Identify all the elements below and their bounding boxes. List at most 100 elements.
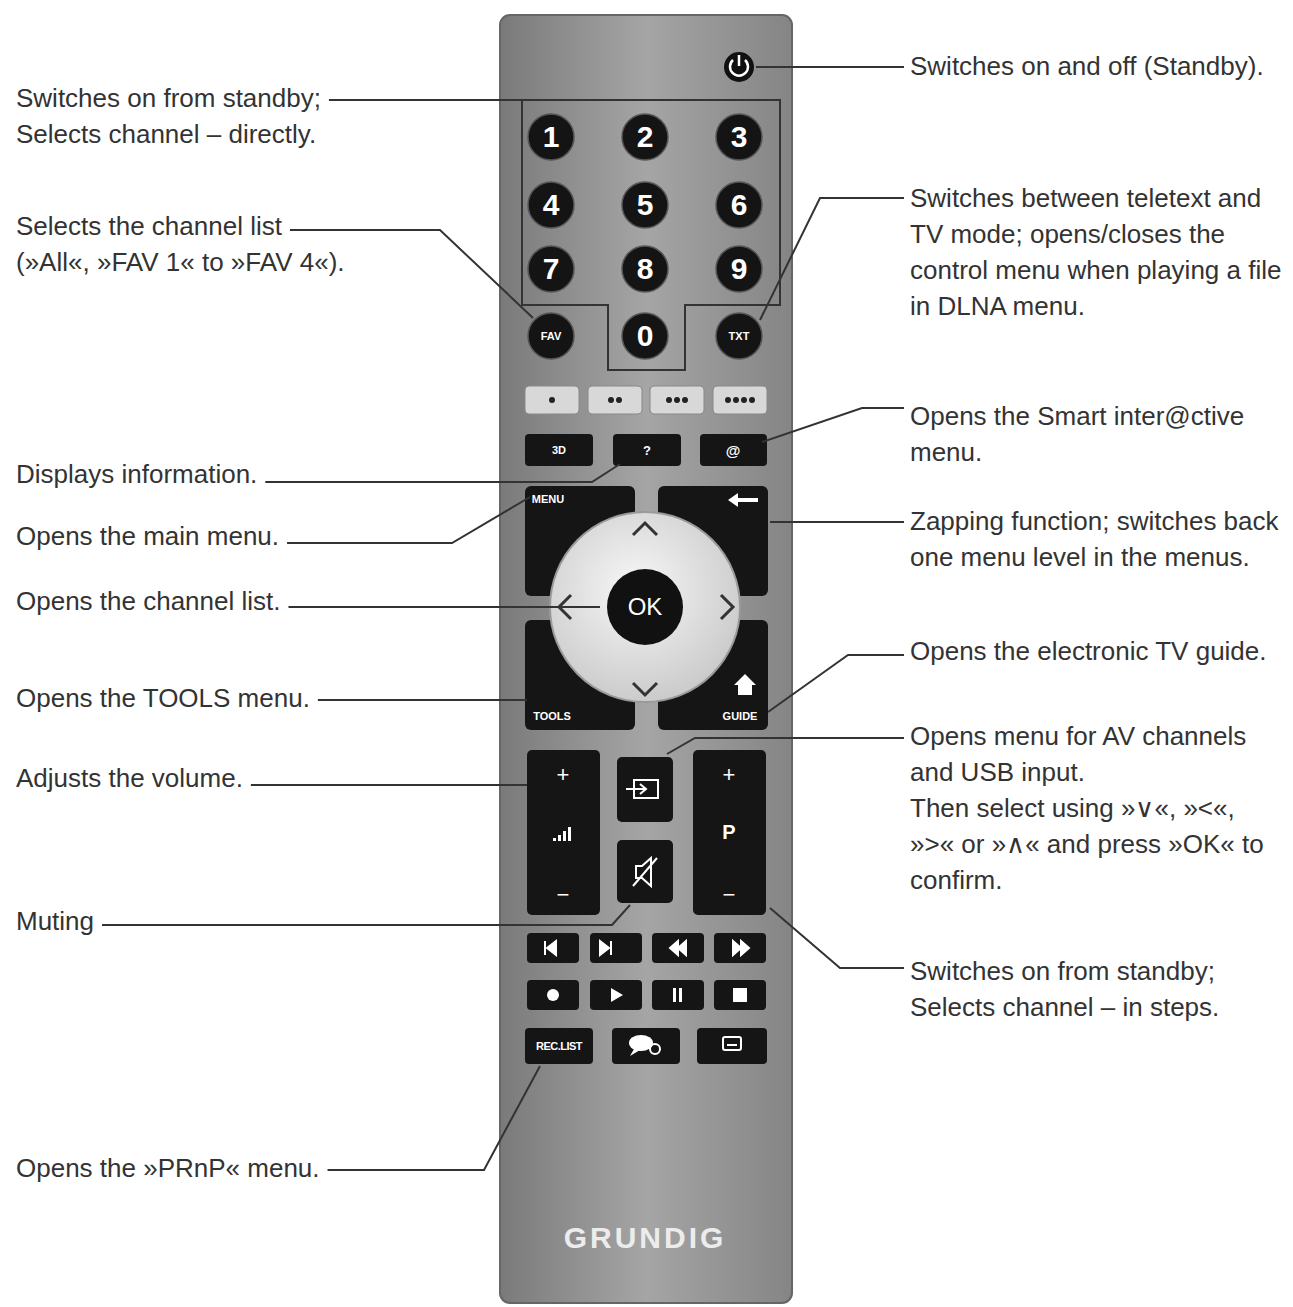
callout-text: Zapping function; switches back one menu… bbox=[910, 503, 1285, 575]
leader-line bbox=[328, 1066, 540, 1170]
media-icon bbox=[545, 941, 556, 955]
media-button bbox=[590, 980, 642, 1010]
button-label: TXT bbox=[729, 331, 750, 342]
back-icon bbox=[728, 493, 738, 507]
leader-line bbox=[756, 66, 904, 68]
button-label: GUIDE bbox=[723, 711, 758, 722]
colour-dot bbox=[725, 397, 731, 403]
leader-line bbox=[762, 408, 904, 442]
colour-button bbox=[525, 386, 579, 414]
stop-icon bbox=[733, 988, 747, 1002]
arrow-up bbox=[633, 523, 657, 535]
bottom-button bbox=[525, 1028, 593, 1064]
leader-line bbox=[318, 699, 527, 701]
round-button bbox=[622, 182, 668, 228]
media-icon bbox=[600, 941, 611, 955]
leader-line bbox=[768, 655, 904, 712]
chat-icon bbox=[630, 1049, 640, 1056]
colour-button bbox=[650, 386, 704, 414]
button-label: 4 bbox=[543, 190, 560, 220]
ok-button bbox=[607, 569, 683, 645]
callout-text: Adjusts the volume. bbox=[16, 760, 243, 796]
leader-line bbox=[289, 606, 601, 608]
leader-line bbox=[667, 738, 904, 754]
volume-rocker bbox=[527, 750, 600, 915]
round-button bbox=[528, 246, 574, 292]
callout-text: Opens the TOOLS menu. bbox=[16, 680, 310, 716]
remote bbox=[500, 15, 792, 1303]
colour-dot bbox=[666, 397, 672, 403]
media-button bbox=[714, 980, 766, 1010]
button-label: − bbox=[723, 884, 736, 906]
media-button bbox=[590, 933, 642, 963]
arrow-down bbox=[633, 683, 657, 695]
button-label: 8 bbox=[637, 254, 654, 284]
button-label: 5 bbox=[637, 190, 654, 220]
leader-line bbox=[287, 497, 530, 543]
round-button bbox=[622, 246, 668, 292]
button-label: 3 bbox=[731, 122, 748, 152]
callout-text: Opens the Smart inter@ctive menu. bbox=[910, 398, 1285, 470]
round-button bbox=[716, 313, 762, 359]
media-icon bbox=[670, 941, 686, 955]
bottom-button bbox=[612, 1028, 680, 1064]
record-icon bbox=[547, 989, 559, 1001]
leader-line bbox=[760, 198, 904, 320]
button-label: P bbox=[722, 822, 735, 842]
callout-text: Then select using »∨«, »<«, »>« or »∧« a… bbox=[910, 790, 1285, 898]
button-label: @ bbox=[726, 443, 741, 458]
callout-text: Opens the main menu. bbox=[16, 518, 279, 554]
button-label: − bbox=[557, 884, 570, 906]
round-button bbox=[528, 313, 574, 359]
button-label: 0 bbox=[637, 321, 654, 351]
button-label: + bbox=[557, 764, 570, 786]
power-icon bbox=[738, 55, 741, 66]
pause-icon bbox=[679, 988, 682, 1002]
callout-text: Opens the »PRnP« menu. bbox=[16, 1150, 320, 1186]
callout-text: Switches on from standby; Selects channe… bbox=[16, 80, 366, 152]
program-rocker bbox=[693, 750, 766, 915]
round-button bbox=[716, 182, 762, 228]
media-button bbox=[527, 933, 579, 963]
button-label: 3D bbox=[552, 445, 566, 456]
round-button bbox=[716, 246, 762, 292]
chat-icon bbox=[650, 1044, 660, 1054]
small-button bbox=[613, 434, 681, 466]
media-button bbox=[714, 933, 766, 963]
callout-text: Switches between teletext and TV mode; o… bbox=[910, 180, 1285, 324]
callout-text: Opens menu for AV channels and USB input… bbox=[910, 718, 1285, 790]
leader-line bbox=[329, 99, 505, 101]
colour-dot bbox=[674, 397, 680, 403]
callout-text: Muting bbox=[16, 903, 94, 939]
colour-dot bbox=[741, 397, 747, 403]
colour-dot bbox=[749, 397, 755, 403]
round-button bbox=[622, 114, 668, 160]
bottom-button bbox=[697, 1028, 767, 1064]
callout-text: Displays information. bbox=[16, 456, 257, 492]
source-button bbox=[617, 757, 673, 822]
callout-text: Selects the channel list (»All«, »FAV 1«… bbox=[16, 208, 361, 280]
round-button bbox=[716, 114, 762, 160]
button-label: 6 bbox=[731, 190, 748, 220]
leader-line bbox=[770, 521, 904, 523]
round-button bbox=[528, 182, 574, 228]
button-label: FAV bbox=[541, 331, 562, 342]
callout-text: Switches on and off (Standby). bbox=[910, 48, 1285, 84]
volume-icon bbox=[563, 831, 566, 841]
media-button bbox=[527, 980, 579, 1010]
button-label: MENU bbox=[532, 494, 564, 505]
arrow-right bbox=[721, 595, 733, 619]
volume-icon bbox=[553, 838, 556, 841]
button-label: 9 bbox=[731, 254, 748, 284]
colour-dot bbox=[549, 397, 555, 403]
button-label: TOOLS bbox=[533, 711, 571, 722]
volume-icon bbox=[568, 827, 571, 841]
home-icon bbox=[734, 674, 756, 695]
pause-icon bbox=[673, 988, 676, 1002]
colour-dot bbox=[682, 397, 688, 403]
colour-dot bbox=[616, 397, 622, 403]
mute-button bbox=[617, 840, 673, 903]
media-button bbox=[652, 980, 704, 1010]
small-button bbox=[700, 434, 767, 466]
button-label: + bbox=[723, 764, 736, 786]
